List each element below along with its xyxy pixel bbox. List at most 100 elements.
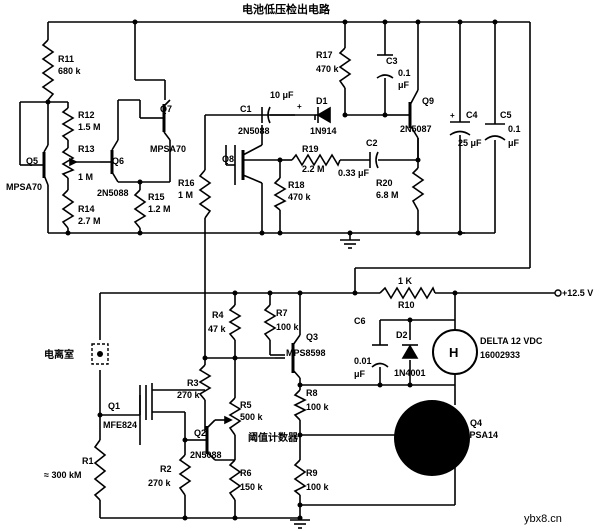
label-q9-type: 2N5087 [400, 124, 432, 134]
label-q7-type: MPSA70 [150, 144, 186, 154]
label-d1-type: 1N914 [310, 126, 337, 136]
resistor-r7 [263, 304, 277, 341]
label-r5-name: R5 [240, 400, 252, 410]
label-c3-name: C3 [386, 56, 398, 66]
label-r1-name: R1 [82, 456, 94, 466]
label-r15-value: 1.2 M [148, 204, 171, 214]
label-r2-name: R2 [160, 464, 172, 474]
label-c5-value-a: 0.1 [508, 124, 521, 134]
resistor-r5 [228, 397, 242, 436]
label-supply: +12.5 V [562, 288, 593, 298]
label-c1-name: C1 [240, 104, 252, 114]
junction-dots-lower [97, 290, 458, 521]
label-c1-value: 10 μF [270, 90, 294, 100]
label-r12-value: 1.5 M [78, 122, 101, 132]
label-q4-type: MPSA14 [462, 430, 498, 440]
label-c4-name: C4 [466, 110, 478, 120]
label-q7-name: Q7 [160, 104, 172, 114]
watermark: ybx8.cn [524, 513, 562, 525]
label-d1-name: D1 [316, 96, 328, 106]
r13-wiper-arrow [69, 157, 78, 167]
label-q1-type: MFE824 [103, 420, 137, 430]
label-r19-name: R19 [302, 144, 319, 154]
label-r4-value: 47 k [208, 324, 227, 334]
upper-wiring [19, 21, 531, 358]
label-q6-name: Q6 [112, 156, 124, 166]
resistor-r19 [291, 153, 341, 167]
circuit-title: 电池低压检出电路 [242, 2, 331, 16]
label-r12-name: R12 [78, 110, 95, 120]
label-c6-value-a: 0.01 [354, 356, 372, 366]
resistor-r2 [178, 454, 192, 496]
label-q3-name: Q3 [306, 332, 318, 342]
resistor-r16 [198, 169, 212, 219]
label-c2-value: 0.33 μF [338, 168, 370, 178]
label-r10-name: R10 [398, 300, 415, 310]
label-q8-name: Q8 [222, 154, 234, 164]
capacitor-c6 [371, 344, 389, 368]
label-r7-name: R7 [276, 308, 288, 318]
resistor-r13 [61, 147, 75, 179]
motor-icon [432, 329, 478, 375]
label-r18-name: R18 [288, 180, 305, 190]
diode-d1 [316, 106, 331, 124]
label-r20-value: 6.8 M [376, 190, 399, 200]
label-q6-type: 2N5088 [97, 188, 129, 198]
label-r15-name: R15 [148, 192, 165, 202]
label-d2-name: D2 [396, 330, 408, 340]
resistor-r3 [198, 364, 212, 401]
label-threshold-counter: 阈值计数器 [248, 431, 299, 444]
capacitor-c4 [449, 121, 471, 136]
label-c6-value-b: μF [354, 369, 366, 379]
resistor-r10 [379, 286, 436, 300]
resistor-r8 [293, 389, 307, 421]
label-r18-value: 470 k [288, 192, 312, 202]
label-r16-value: 1 M [178, 190, 193, 200]
label-q3-type: MPS8598 [286, 348, 326, 358]
resistor-r1 [93, 439, 107, 501]
label-r8-value: 100 k [306, 402, 330, 412]
supply-terminal [554, 289, 562, 297]
resistor-r14 [61, 189, 75, 229]
label-r2-value: 270 k [148, 478, 172, 488]
label-r13-name: R13 [78, 144, 95, 154]
lower-wiring [99, 292, 555, 520]
q4-dashed-outline [394, 400, 470, 476]
r5-wiper-arrow [224, 415, 233, 425]
label-c3-value-a: 0.1 [398, 68, 411, 78]
motor-symbol: H [449, 345, 458, 360]
resistor-r11 [41, 39, 55, 101]
label-motor: DELTA 12 VDC [480, 336, 543, 346]
label-r13-value: 1 M [78, 172, 93, 182]
label-r7-value: 100 k [276, 322, 300, 332]
capacitor-c2 [369, 151, 379, 169]
label-d2-type: 1N4001 [394, 368, 426, 378]
resistor-r20 [411, 167, 425, 211]
resistor-r18 [273, 177, 287, 211]
label-r10-value: 1 K [398, 276, 413, 286]
label-r14-value: 2.7 M [78, 216, 101, 226]
resistor-r12 [61, 107, 75, 141]
capacitor-c5 [484, 123, 506, 141]
label-c2-name: C2 [366, 138, 378, 148]
label-r6-name: R6 [240, 468, 252, 478]
label-r9-name: R9 [306, 468, 318, 478]
label-r14-name: R14 [78, 204, 95, 214]
label-q1-name: Q1 [108, 401, 120, 411]
label-ionization-chamber: 电离室 [44, 348, 74, 361]
label-q4-name: Q4 [470, 418, 482, 428]
diode-d2 [401, 344, 419, 359]
label-r4-name: R4 [212, 310, 224, 320]
label-c3-value-b: μF [398, 80, 410, 90]
capacitor-c3 [376, 54, 394, 79]
resistor-r9 [293, 459, 307, 496]
label-q5-name: Q5 [26, 156, 38, 166]
label-c4-plus: + [450, 111, 455, 120]
resistor-r4 [228, 304, 242, 341]
ground-symbol-upper [340, 239, 360, 249]
label-r11-value: 680 k [58, 66, 82, 76]
label-r16-name: R16 [178, 178, 195, 188]
label-r3-name: R3 [187, 378, 199, 388]
label-c5-value-b: μF [508, 138, 520, 148]
